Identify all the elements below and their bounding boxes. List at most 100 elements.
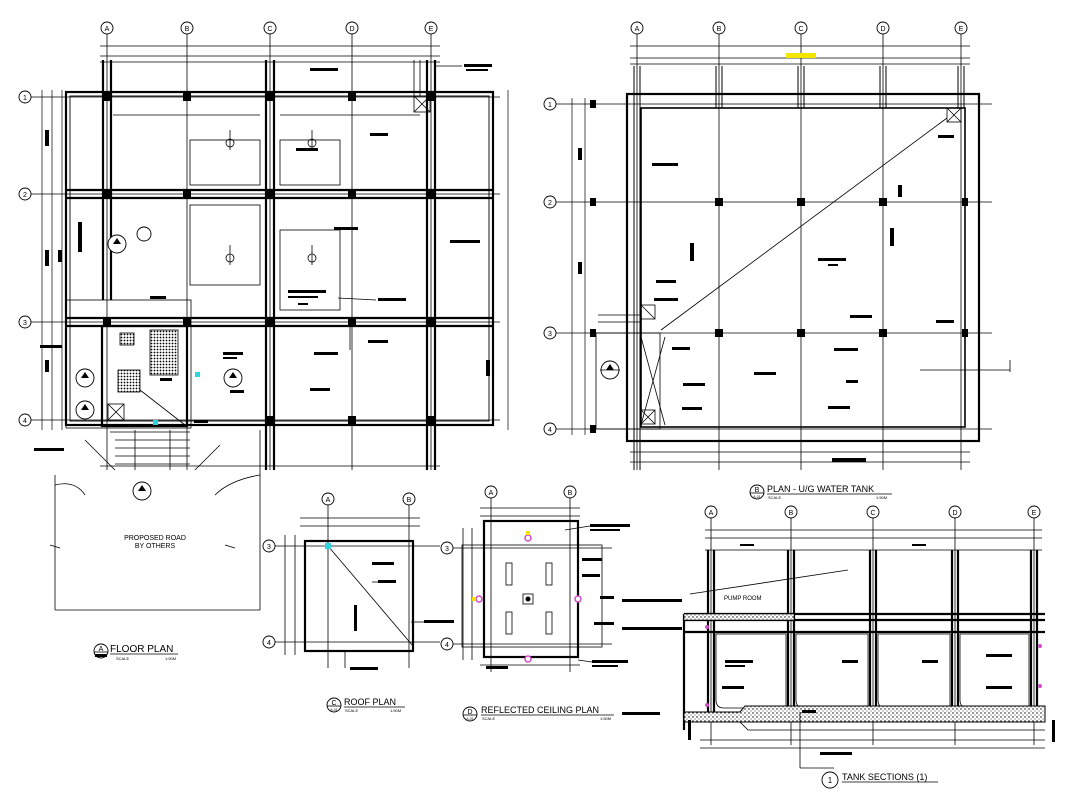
highlight-marker [325, 543, 331, 549]
floor-plan-fixtures [225, 130, 317, 265]
scale-value: 1:50M [876, 495, 887, 500]
grid-bubble-c: C [794, 21, 808, 35]
grid-label: A [326, 497, 331, 504]
grid-bubble-e: E [424, 21, 438, 35]
tank-plan: A B C D E 1 2 3 4 [543, 21, 1011, 500]
grid-label: 3 [23, 320, 27, 327]
grid-label: 2 [548, 200, 552, 207]
sheet-ref: A-01 [330, 708, 337, 712]
grid-label: E [959, 26, 964, 33]
grid-bubble-c: C [866, 505, 880, 519]
tank-sections-grid-bubbles: A B C D E [704, 505, 1041, 519]
grid-bubble-b: B [180, 21, 194, 35]
grid-bubble-2: 2 [543, 195, 557, 209]
roof-plan-title-block: C A-01 ROOF PLAN SCALE 1:50M [326, 697, 405, 713]
ceiling-outline [482, 519, 580, 659]
grid-bubble-a: A [630, 21, 644, 35]
grid-bubble-3: 3 [440, 541, 454, 555]
ceiling-plan-title-block: D A-01 REFLECTED CEILING PLAN SCALE 1:50… [462, 705, 614, 722]
tank-plan-grid-numbers: 1 2 3 4 [543, 97, 557, 436]
grid-bubble-e: E [1027, 505, 1041, 519]
ceiling-fixtures [472, 531, 582, 663]
roof-slope-line [327, 545, 414, 647]
grid-bubble-b: B [402, 492, 416, 506]
grid-label: D [952, 510, 957, 517]
tank-section-walls [682, 550, 1045, 730]
grid-bubble-3: 3 [543, 326, 557, 340]
grid-label: 1 [548, 102, 552, 109]
tank-plan-leader-notes [578, 135, 954, 462]
grid-bubble-1: 1 [543, 97, 557, 111]
grid-bubble-d: D [948, 505, 962, 519]
grid-bubble-b: B [784, 505, 798, 519]
grid-label: C [870, 510, 875, 517]
grid-bubble-3: 3 [262, 539, 276, 553]
tank-sections: A B C D E [622, 505, 1055, 789]
scale-label: SCALE [482, 716, 495, 721]
sheet-ref: A-01 [753, 495, 760, 499]
road-note-line2: BY OTHERS [135, 543, 176, 550]
grid-label: A [635, 26, 640, 33]
grid-bubble-b: B [712, 21, 726, 35]
scale-label: SCALE [345, 708, 358, 713]
highlight-marker [786, 53, 816, 58]
ceiling-plan-grid-bubbles: A B 3 4 [440, 485, 577, 651]
tank-section-notes [622, 544, 1055, 755]
grid-label: A [105, 26, 110, 33]
tank-section-cells [715, 633, 1030, 709]
floor-plan-door-symbols [75, 226, 243, 501]
title-marker: C [331, 700, 336, 707]
ceiling-plan: A B 3 4 [440, 485, 630, 722]
title-marker: A [99, 646, 104, 653]
grid-bubble-2: 2 [18, 187, 32, 201]
grid-label: D [880, 26, 885, 33]
grid-bubble-4: 4 [440, 637, 454, 651]
grid-label: 4 [23, 418, 27, 425]
tank-sections-title: TANK SECTIONS (1) [842, 772, 927, 782]
road-note-line1: PROPOSED ROAD [124, 535, 186, 542]
tank-plan-grid-lines [556, 34, 992, 470]
grid-bubble-a: A [321, 492, 335, 506]
grid-label: D [349, 26, 354, 33]
tank-plan-title: PLAN - U/G WATER TANK [767, 484, 874, 494]
grid-label: E [429, 26, 434, 33]
roof-plan-notes [350, 562, 454, 670]
pump-room-label: PUMP ROOM [724, 596, 762, 602]
scale-value: 1:50M [165, 656, 176, 661]
tank-section-markers [705, 625, 1042, 707]
roof-slab [683, 613, 795, 621]
floor-plan-grid-letters: A B C D E [100, 21, 438, 35]
scale-value: 1:50M [390, 708, 401, 713]
grid-label: 4 [548, 427, 552, 434]
grid-bubble-3: 3 [18, 315, 32, 329]
grid-bubble-a: A [484, 485, 498, 499]
floor-plan-road-area [49, 430, 261, 611]
tank-plan-columns [590, 100, 968, 433]
grid-bubble-a: A [100, 21, 114, 35]
roof-plan: A B 3 4 C A-01 ROOF PLAN SCA [262, 492, 454, 713]
floor-plan-stair-core [65, 299, 221, 471]
grid-label: 3 [445, 546, 449, 553]
tank-plan-access [595, 107, 962, 430]
grid-bubble-c: C [263, 21, 277, 35]
grid-label: 1 [23, 95, 27, 102]
grid-label: E [1032, 510, 1037, 517]
floor-plan-dimensions [41, 45, 509, 467]
floor-plan: A B C D E 1 2 3 4 [18, 21, 509, 661]
roof-plan-title: ROOF PLAN [344, 697, 396, 707]
tank-plan-grid-letters: A B C D E [630, 21, 968, 35]
ceiling-plan-title: REFLECTED CEILING PLAN [481, 705, 599, 715]
grid-bubble-1: 1 [18, 90, 32, 104]
grid-bubble-a: A [704, 505, 718, 519]
grid-label: B [717, 26, 722, 33]
floor-plan-walls [64, 60, 495, 470]
base-slab [683, 705, 1046, 723]
grid-bubble-e: E [954, 21, 968, 35]
grid-label: 4 [445, 642, 449, 649]
scale-value: 1:50M [600, 716, 611, 721]
floor-plan-title-block: A FLOOR PLAN SCALE 1:50M [93, 643, 178, 661]
grid-bubble-4: 4 [18, 413, 32, 427]
grid-label: 2 [23, 192, 27, 199]
grid-bubble-d: D [345, 21, 359, 35]
